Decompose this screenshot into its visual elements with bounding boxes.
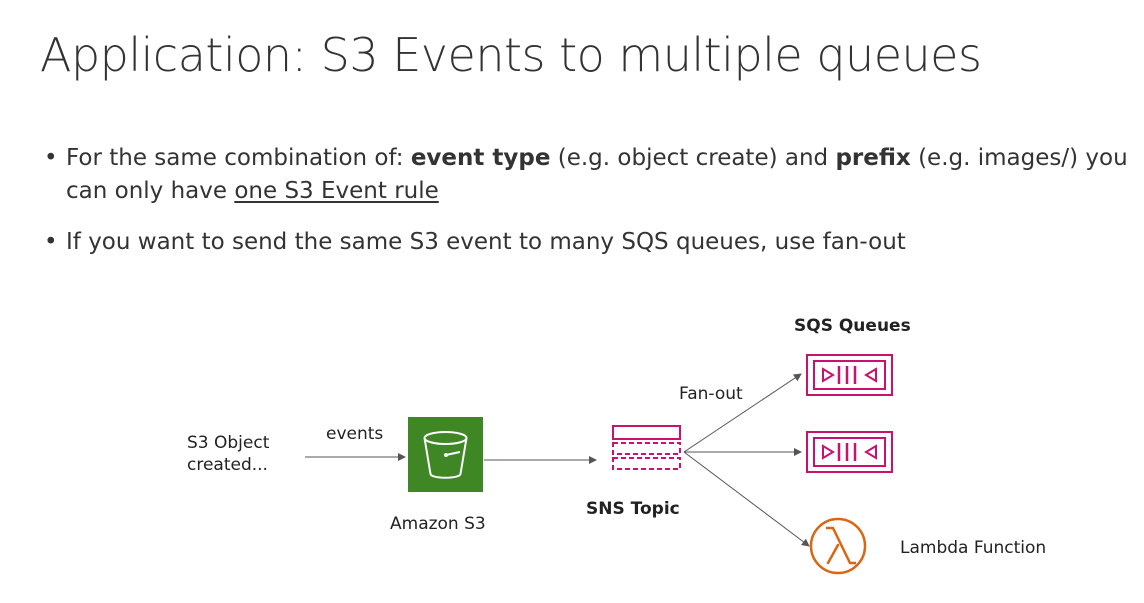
events-label: events <box>326 424 384 444</box>
lambda-function-label: Lambda Function <box>900 538 1047 558</box>
bullet-list: For the same combination of: event type … <box>44 142 1140 277</box>
sqs-queue-icon <box>806 354 893 396</box>
bullet-underline-event-rule: one S3 Event rule <box>234 178 439 204</box>
bullet-text: (e.g. images/) you can only have <box>66 145 1128 204</box>
amazon-s3-label: Amazon S3 <box>390 514 486 534</box>
sns-topic-icon <box>612 425 681 470</box>
amazon-s3-icon <box>408 417 483 492</box>
lambda-function-icon <box>809 517 867 575</box>
bullet-emphasis-prefix: prefix <box>835 145 911 171</box>
bullet-item-event-rule: For the same combination of: event type … <box>44 142 1140 208</box>
fan-out-arrow-sqs-1 <box>683 373 802 453</box>
bullet-emphasis-event-type: event type <box>410 145 551 171</box>
fan-out-label: Fan-out <box>679 384 743 404</box>
sns-topic-label: SNS Topic <box>586 499 680 519</box>
slide-title: Application: S3 Events to multiple queue… <box>40 28 982 82</box>
source-label-line: created... <box>187 455 268 475</box>
sqs-queues-label: SQS Queues <box>794 316 911 336</box>
bullet-text: For the same combination of: <box>66 145 411 171</box>
source-label-line: S3 Object <box>187 433 270 453</box>
sqs-queue-icon <box>806 431 893 473</box>
bullet-item-fan-out: If you want to send the same S3 event to… <box>44 226 1140 259</box>
fan-out-arrow-lambda <box>683 451 810 547</box>
s3-object-created-label: S3 Object created... <box>187 432 269 476</box>
bullet-text: (e.g. object create) and <box>550 145 836 171</box>
